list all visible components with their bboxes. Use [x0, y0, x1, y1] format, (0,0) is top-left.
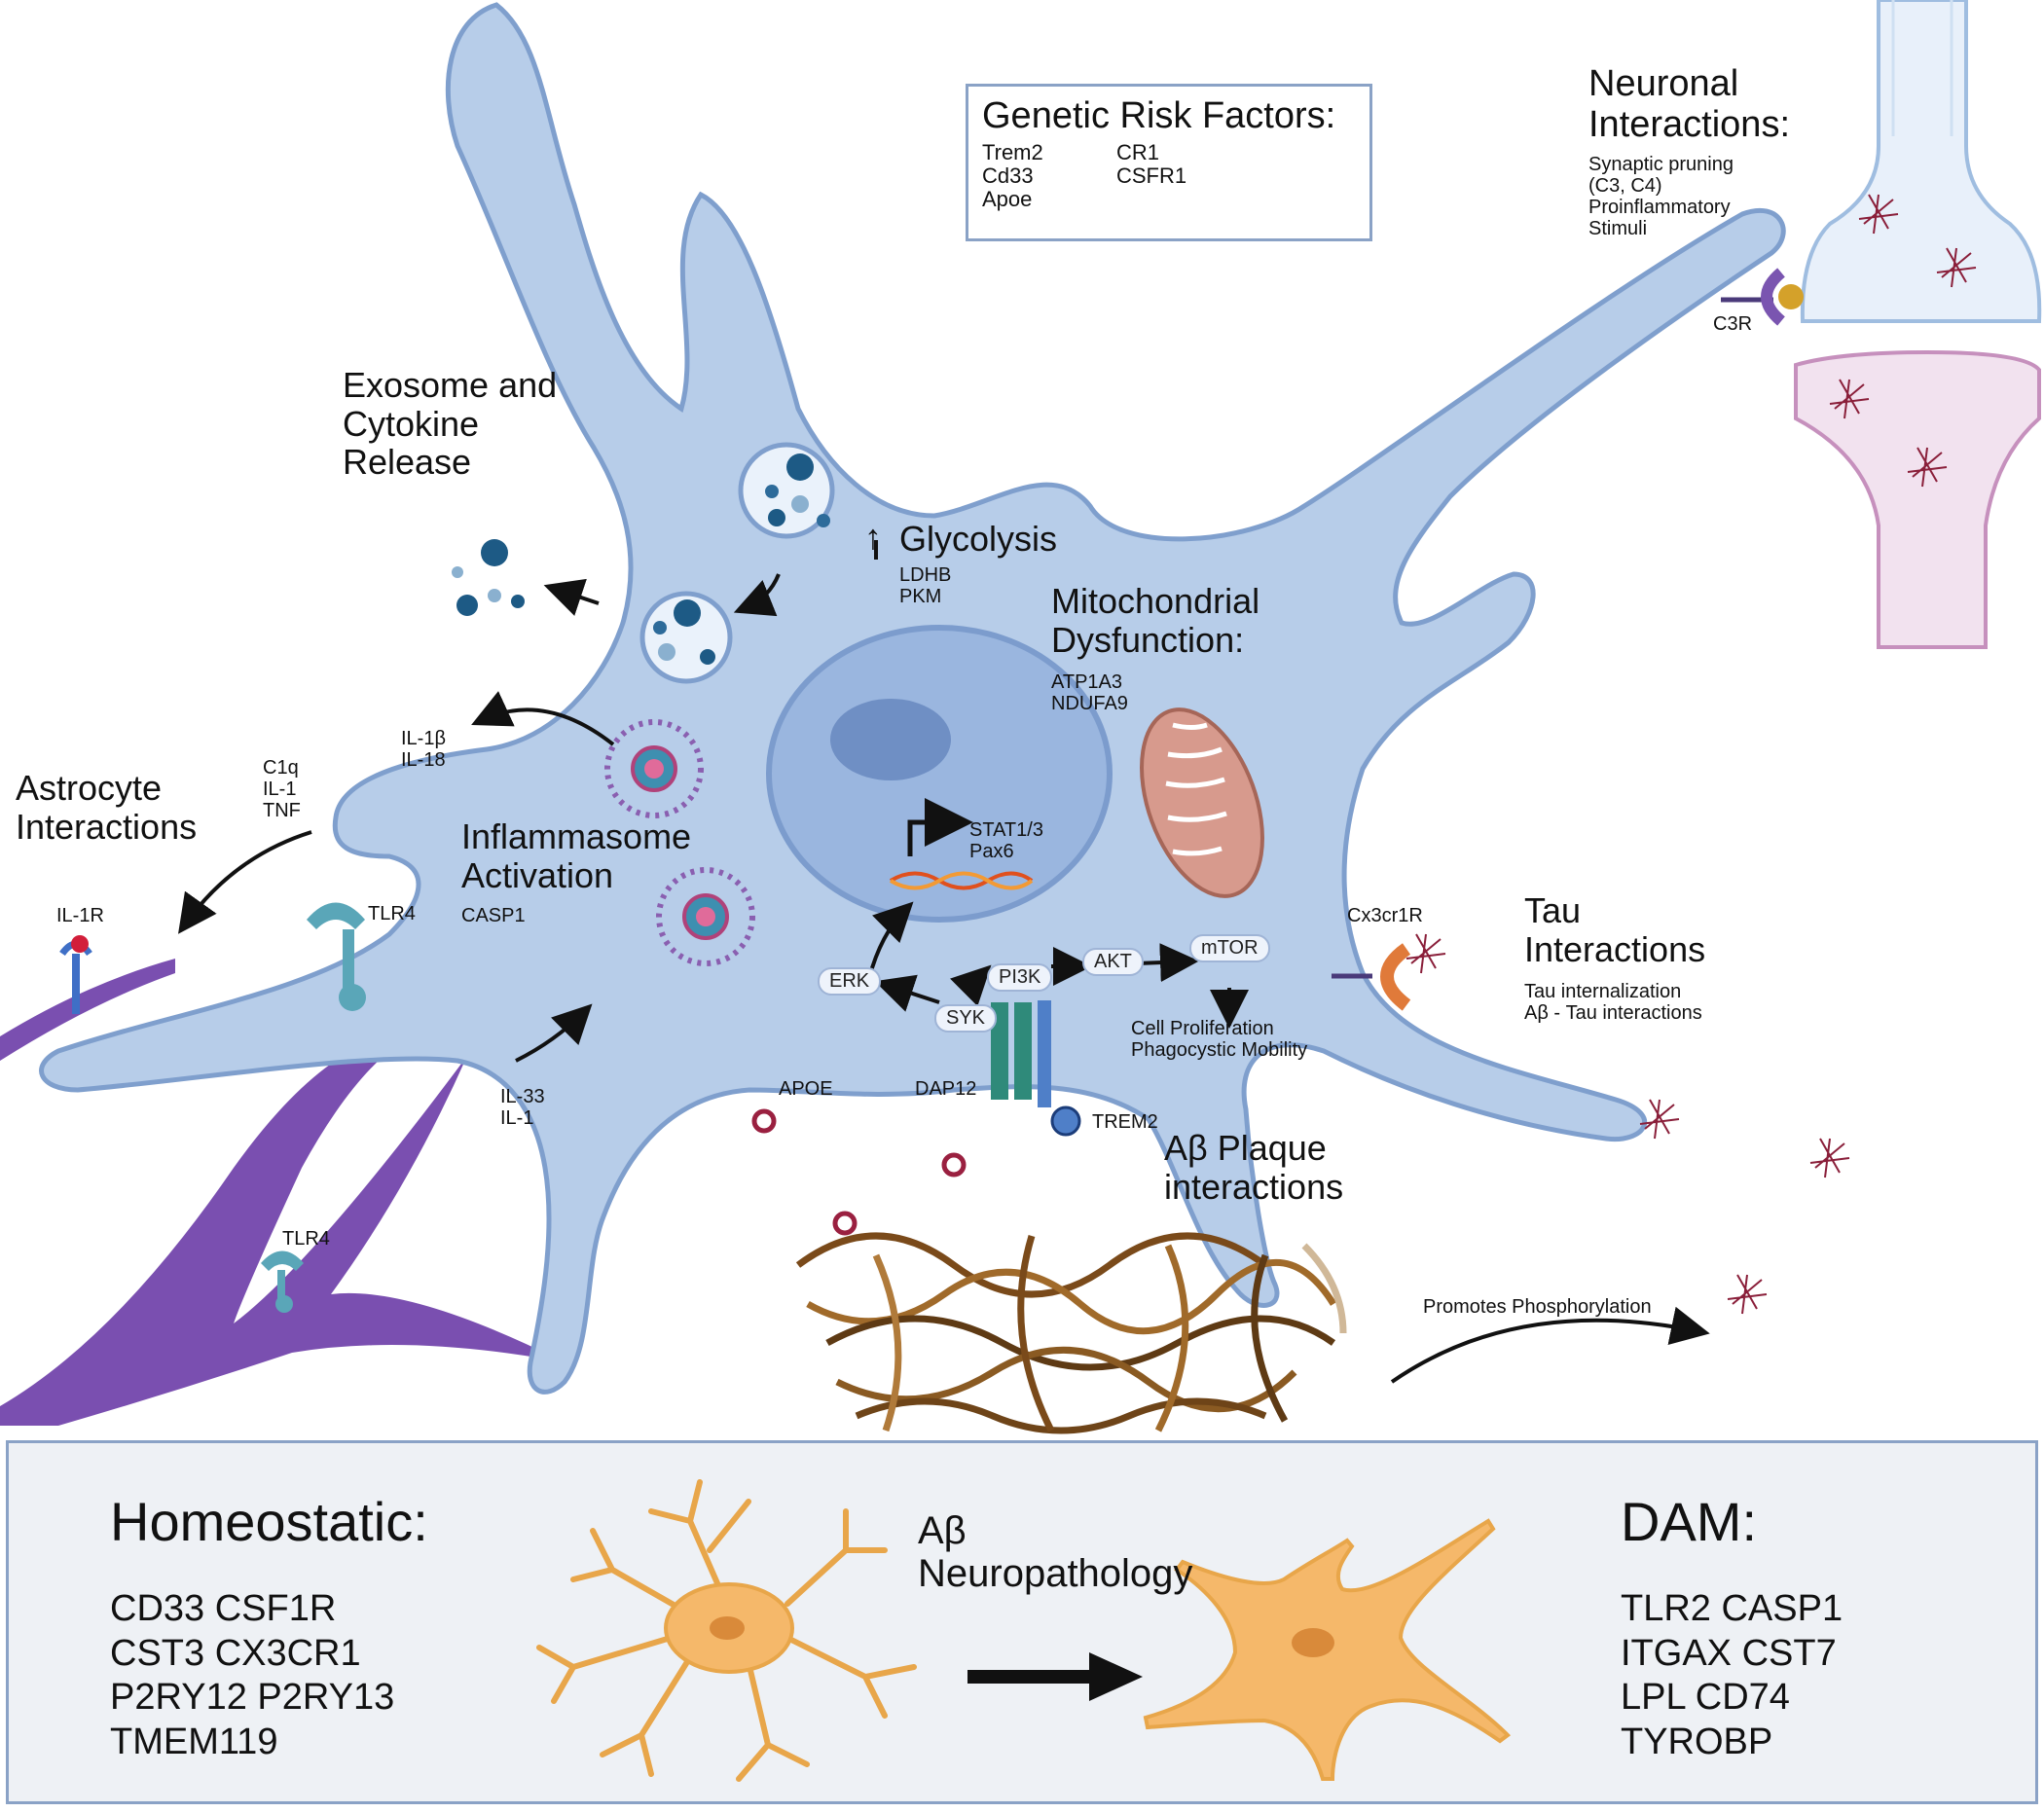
tlr4-label-upper: TLR4 [368, 903, 416, 924]
il1r-receptor [59, 935, 92, 1014]
trem2-label: TREM2 [1092, 1111, 1158, 1133]
mtor-outcomes: Cell Proliferation Phagocystic Mobility [1131, 1018, 1308, 1061]
pi3k-node: PI3K [987, 963, 1053, 992]
neuron-postsynaptic [1794, 349, 2041, 649]
tlr4-receptor-upper [307, 902, 366, 1011]
apoe-label: APOE [779, 1078, 833, 1100]
nucleus [766, 625, 1113, 923]
mito-title: Mitochondrial Dysfunction: [1051, 581, 1260, 660]
inflammasome-icon-upper [604, 719, 704, 818]
releasing-vesicle [639, 591, 733, 684]
tau-tangles-free [1405, 933, 1850, 1315]
glycolysis-up-arrow: ↑ [864, 517, 882, 557]
neuronal-title: Neuronal Interactions: [1588, 63, 1790, 145]
casp1-label: CASP1 [461, 905, 526, 926]
genetic-risk-col1: Trem2 Cd33 Apoe [982, 140, 1043, 212]
dam-genes: TLR2 CASP1 ITGAX CST7 LPL CD74 TYROBP [1621, 1588, 1843, 1762]
il33-labels: IL-33 IL-1 [500, 1086, 545, 1129]
c3r-label: C3R [1713, 313, 1753, 335]
mito-genes: ATP1A3 NDUFA9 [1051, 671, 1128, 714]
amyloid-plaque [795, 1232, 1347, 1434]
transition-arrow-head [1089, 1652, 1143, 1701]
apoe-particles [751, 1108, 967, 1236]
microglia-states-panel: Homeostatic: CD33 CSF1R CST3 CX3CR1 P2RY… [6, 1440, 2038, 1804]
tlr4-receptor-lower [261, 1250, 304, 1313]
astrocyte-signals: C1q IL-1 TNF [263, 757, 301, 821]
glycolysis-title: Glycolysis [899, 519, 1058, 559]
astrocyte-title: Astrocyte Interactions [16, 768, 198, 847]
stat-pax6-labels: STAT1/3 Pax6 [969, 819, 1043, 862]
dna-helix-icon [889, 871, 1034, 890]
tau-items: Tau internalization Aβ - Tau interaction… [1524, 981, 1702, 1024]
il1r-label: IL-1R [56, 905, 104, 926]
dap12-label: DAP12 [915, 1078, 977, 1100]
neuron-presynaptic [1800, 0, 2042, 323]
gene-csfr1: CSFR1 [1116, 163, 1187, 189]
tau-title: Tau Interactions [1524, 890, 1706, 969]
gene-apoe: Apoe [982, 187, 1033, 212]
cx3cr1-label: Cx3cr1R [1347, 905, 1423, 926]
homeostatic-nucleus [710, 1616, 745, 1640]
cytokine-labels: IL-1β IL-18 [401, 728, 446, 771]
erk-node: ERK [818, 967, 882, 996]
gene-cd33: Cd33 [982, 163, 1034, 189]
c3r-receptor [1721, 268, 1804, 326]
dam-title: DAM: [1621, 1491, 1757, 1552]
glycolysis-genes: LDHB PKM [899, 564, 952, 607]
gene-trem2: Trem2 [982, 140, 1043, 164]
inflammasome-title: Inflammasome Activation [461, 816, 692, 895]
mtor-node: mTOR [1189, 934, 1270, 962]
state-transition-art [536, 1479, 1512, 1782]
akt-node: AKT [1082, 948, 1144, 976]
exosome-title: Exosome and Cytokine Release [343, 365, 558, 483]
dap12-trem2-complex [991, 1000, 1081, 1137]
transcription-arrow [907, 798, 973, 856]
inflammasome-icon-lower [656, 867, 755, 966]
astrocyte-process [0, 959, 565, 1426]
transition-label: Aβ Neuropathology [918, 1509, 1193, 1595]
released-exosomes [452, 539, 525, 616]
plaque-title: Aβ Plaque interactions [1164, 1128, 1344, 1207]
dam-nucleus [1292, 1628, 1334, 1657]
neuronal-items: Synaptic pruning (C3, C4) Proinflammator… [1588, 154, 1734, 239]
mitochondrion-icon [1140, 707, 1264, 898]
homeostatic-genes: CD33 CSF1R CST3 CX3CR1 P2RY12 P2RY13 TME… [110, 1588, 395, 1762]
phosphorylation-label: Promotes Phosphorylation [1423, 1296, 1652, 1318]
homeostatic-microglia-icon [536, 1479, 917, 1782]
homeostatic-title: Homeostatic: [110, 1491, 428, 1552]
genetic-risk-col2: CR1 CSFR1 [1116, 140, 1187, 189]
syk-node: SYK [934, 1004, 998, 1033]
cx3cr1-receptor [1332, 943, 1411, 1011]
tlr4-label-lower: TLR4 [282, 1228, 330, 1250]
exosome-vesicle [738, 442, 835, 539]
genetic-risk-title: Genetic Risk Factors: [982, 95, 1336, 136]
nucleolus [830, 699, 951, 780]
genetic-risk-box: Genetic Risk Factors: Trem2 Cd33 Apoe CR… [966, 84, 1372, 241]
gene-cr1: CR1 [1116, 140, 1160, 164]
tau-tangles-synapse [1829, 194, 1977, 488]
